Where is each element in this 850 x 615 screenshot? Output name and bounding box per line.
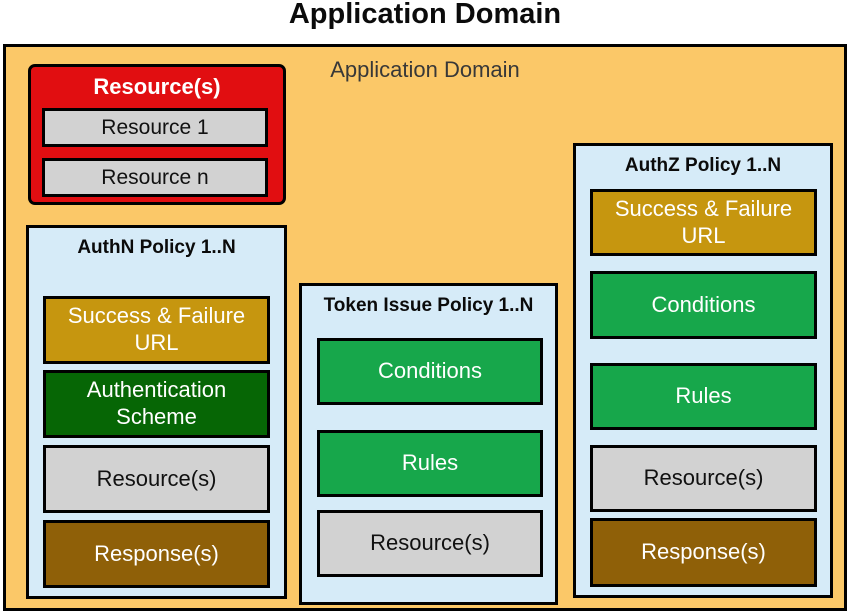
authn-policy-title: AuthN Policy 1..N (77, 237, 236, 258)
resources-group: Resource(s) Resource 1 Resource n (28, 64, 286, 205)
resource-n-box: Resource n (42, 158, 268, 197)
authz-responses-block: Response(s) (590, 518, 817, 587)
authn-success-failure-url-block: Success & Failure URL (43, 296, 270, 364)
authz-policy-title: AuthZ Policy 1..N (624, 155, 782, 176)
token-issue-policy-title: Token Issue Policy 1..N (323, 295, 534, 316)
authn-authentication-scheme-block: Authentication Scheme (43, 370, 270, 438)
authn-resources-block: Resource(s) (43, 445, 270, 513)
authn-policy-box: AuthN Policy 1..N Success & Failure URL … (26, 225, 287, 599)
resource-1-box: Resource 1 (42, 108, 268, 147)
resources-group-title: Resource(s) (93, 74, 221, 99)
authn-responses-block: Response(s) (43, 520, 270, 588)
page-title: Application Domain (288, 0, 562, 30)
token-resources-block: Resource(s) (317, 510, 543, 577)
authz-rules-block: Rules (590, 363, 817, 430)
authz-conditions-block: Conditions (590, 271, 817, 339)
token-issue-policy-box: Token Issue Policy 1..N Conditions Rules… (299, 283, 558, 605)
application-domain-container: Application Domain Resource(s) Resource … (3, 44, 847, 611)
authz-policy-box: AuthZ Policy 1..N Success & Failure URL … (573, 143, 833, 598)
token-conditions-block: Conditions (317, 338, 543, 405)
token-rules-block: Rules (317, 430, 543, 497)
authz-success-failure-url-block: Success & Failure URL (590, 189, 817, 256)
authz-resources-block: Resource(s) (590, 445, 817, 512)
application-domain-label: Application Domain (330, 57, 520, 82)
